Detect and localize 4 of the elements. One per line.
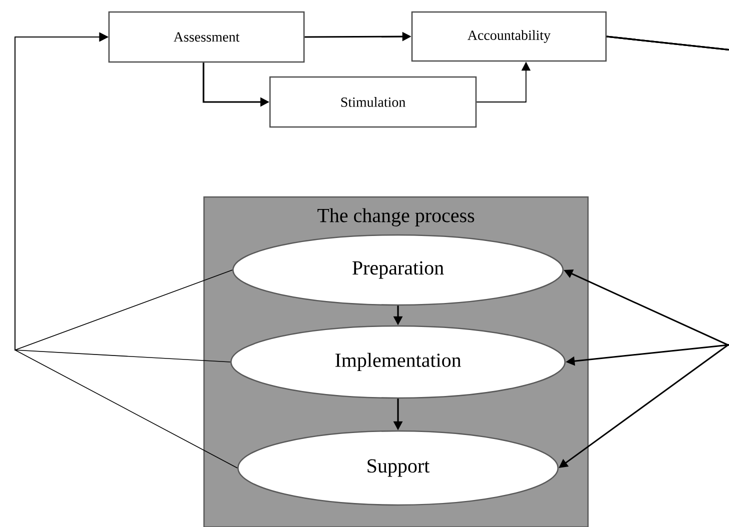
process-box: Assessment: [108, 11, 305, 63]
arrow: [14, 32, 238, 468]
process-box: Accountability: [411, 11, 607, 62]
process-box: Stimulation: [269, 76, 477, 128]
